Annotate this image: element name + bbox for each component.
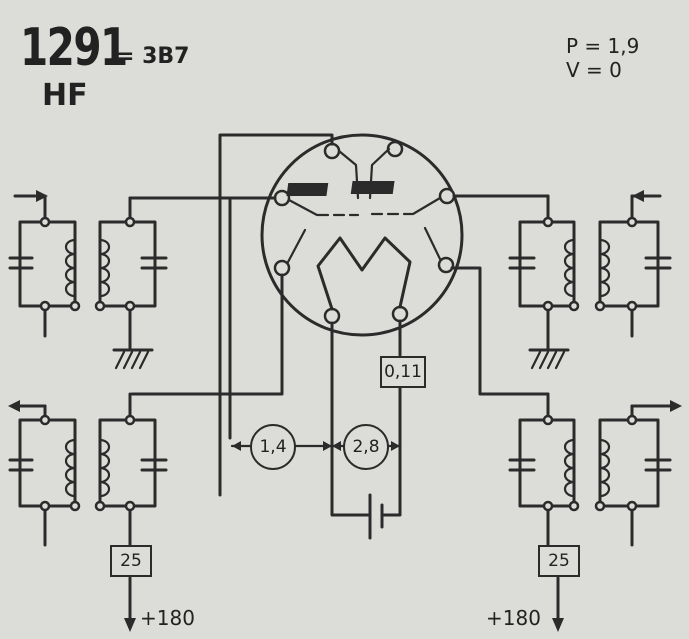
ground-symbol-right	[528, 348, 570, 370]
wire-lower-left-pin-down	[130, 273, 284, 396]
tube-pin-top-left	[323, 142, 341, 160]
left-supply-label: +180	[140, 606, 195, 630]
ground-symbol-left	[112, 348, 154, 370]
lead-right-lower	[423, 226, 442, 261]
voltage-label-a: 1,4	[250, 424, 296, 470]
wire-resistor-down	[382, 386, 402, 517]
plate-right	[350, 181, 395, 194]
tube-pin-bottom-right	[391, 305, 409, 323]
transformer-top-left	[8, 190, 232, 350]
right-supply-label: +180	[486, 606, 541, 630]
tube-equivalent: = 3B7	[116, 44, 190, 69]
screen-wire-right	[368, 147, 391, 200]
wire-top-pin-to-ground-bus	[218, 133, 334, 497]
lead-left-grid	[287, 198, 319, 217]
tube-function: HF	[42, 78, 88, 113]
param-v: V = 0	[566, 58, 622, 82]
transformer-bottom-left	[8, 392, 168, 632]
transformer-bottom-right	[508, 392, 682, 632]
lead-left-lower	[286, 228, 307, 264]
tube-pin-bottom-left	[323, 307, 341, 325]
lead-right-grid	[411, 196, 442, 216]
left-plate-resistor-label: 25	[110, 545, 152, 577]
wire-bottom-left-pin	[330, 321, 370, 517]
tube-pin-lower-left	[273, 259, 291, 277]
tube-number: 1291	[20, 18, 128, 78]
filament	[316, 236, 412, 311]
filament-resistor-label: 0,11	[380, 356, 426, 388]
screen-wire-left	[337, 149, 360, 200]
transformer-top-right	[508, 190, 672, 350]
right-plate-resistor-label: 25	[538, 545, 580, 577]
wire-lower-right-pin-down	[450, 266, 550, 396]
plate-left	[286, 183, 329, 196]
tube-envelope	[260, 133, 464, 337]
tube-pin-lower-right	[437, 256, 455, 274]
param-p: P = 1,9	[566, 34, 640, 58]
tube-pin-right	[438, 187, 456, 205]
voltage-label-b: 2,8	[343, 424, 389, 470]
